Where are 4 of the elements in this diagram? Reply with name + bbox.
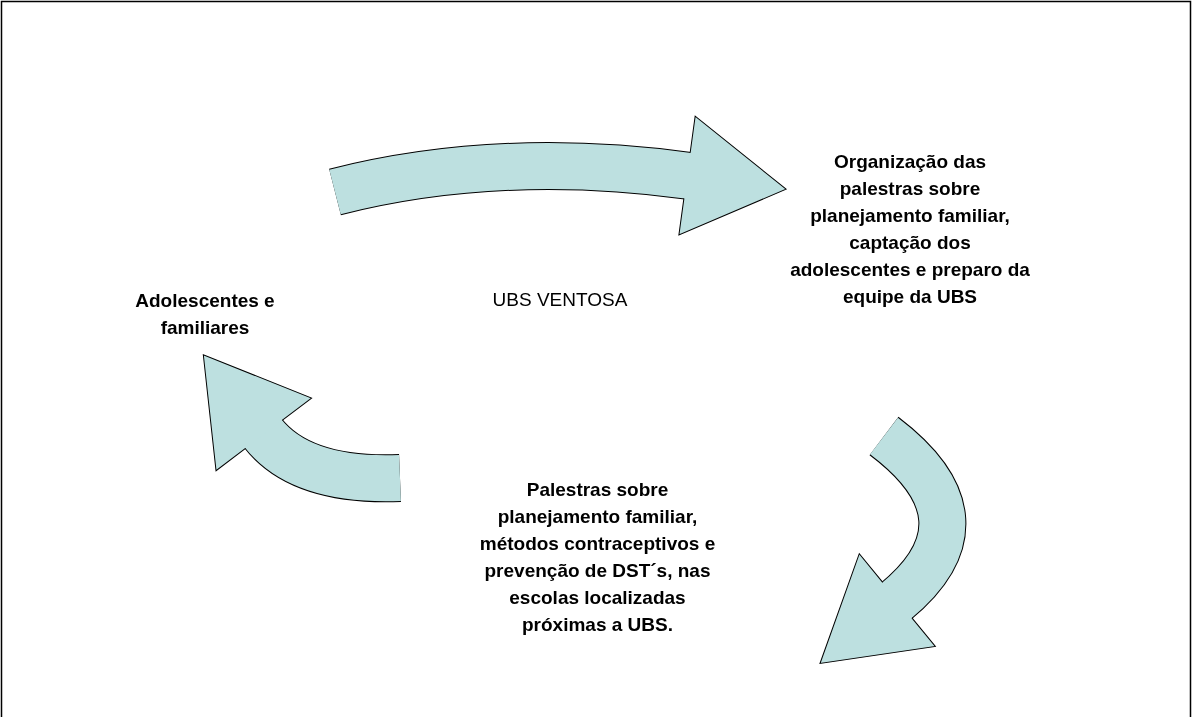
step-text: Adolescentes e familiares <box>134 289 276 340</box>
center-label: UBS VENTOSA <box>491 288 629 312</box>
step-text: Palestras sobre planejamento familiar, métodos contraceptivos e prevenção de DST´s, nas escolas localizadas próximas a UBS. <box>478 478 717 637</box>
step-text: Organização das palestras sobre planejamento familiar, captação dos adolescentes e preparo da equipe da UBS <box>790 150 1030 309</box>
